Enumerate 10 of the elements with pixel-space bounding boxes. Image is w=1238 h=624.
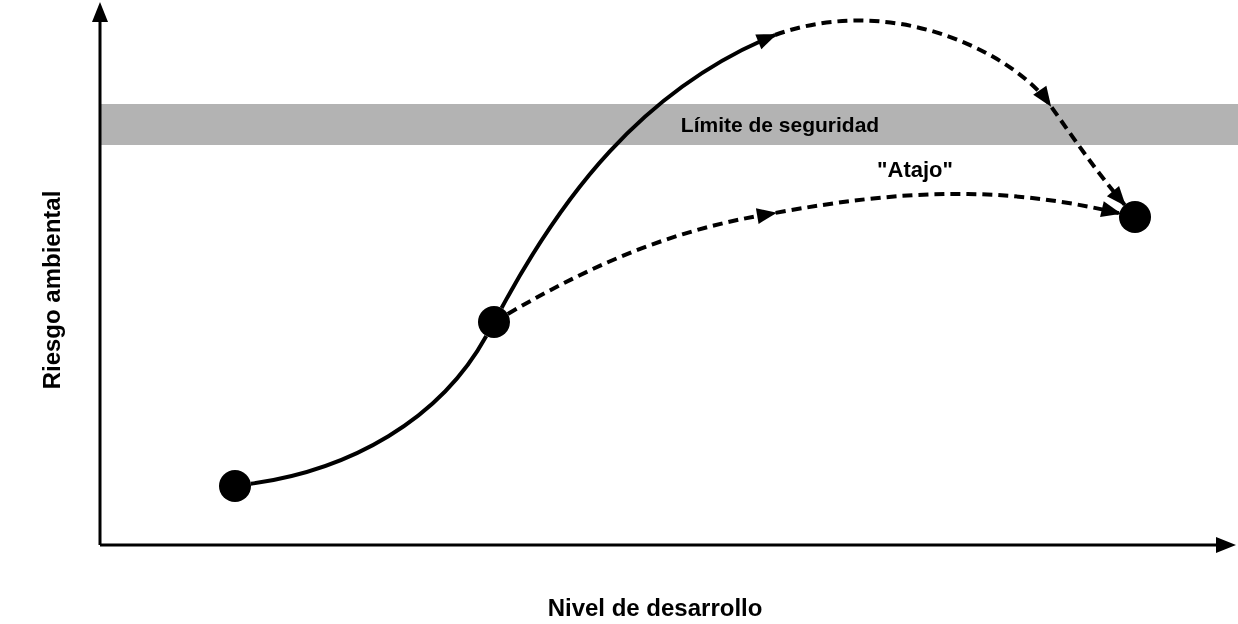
arrow <box>506 191 1120 316</box>
band-label: Límite de seguridad <box>680 113 880 137</box>
curve-line <box>250 334 488 486</box>
axis-title: Nivel de desarrollo <box>547 594 763 622</box>
point-marker <box>478 306 510 338</box>
arrow <box>499 33 777 309</box>
point-marker <box>219 470 251 502</box>
axis-title: Riesgo ambiental <box>38 190 66 390</box>
arrow <box>774 18 1127 207</box>
point-marker <box>1119 201 1151 233</box>
